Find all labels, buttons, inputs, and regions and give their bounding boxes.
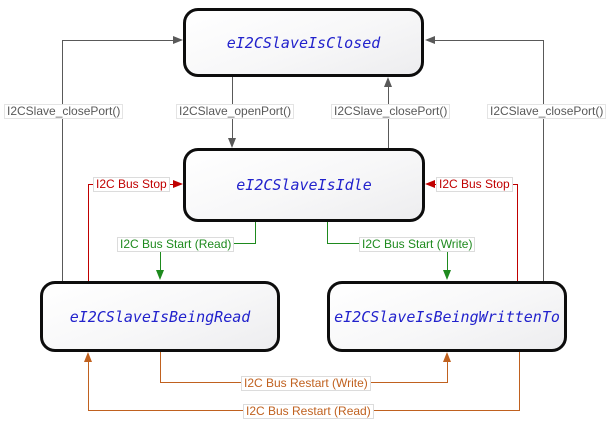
state-label: eI2CSlaveIsIdle xyxy=(236,176,372,194)
transition-label-bus-stop-right: I2C Bus Stop xyxy=(436,177,513,192)
edge-segment xyxy=(62,40,174,41)
edge-segment xyxy=(160,243,161,272)
edge-segment xyxy=(327,222,328,244)
edge-segment xyxy=(447,243,448,272)
state-label: eI2CSlaveIsBeingRead xyxy=(69,307,251,326)
arrowhead-left-icon xyxy=(425,180,435,188)
edge-segment xyxy=(435,40,543,41)
state-closed: eI2CSlaveIsClosed xyxy=(183,8,424,77)
arrowhead-down-icon xyxy=(443,270,451,280)
arrowhead-up-icon xyxy=(384,77,392,87)
edge-segment xyxy=(160,352,161,383)
arrowhead-down-icon xyxy=(228,138,236,148)
arrowhead-left-icon xyxy=(425,36,435,44)
state-being-written-to: eI2CSlaveIsBeingWrittenTo xyxy=(327,281,567,352)
edge-segment xyxy=(88,184,89,281)
edge-segment xyxy=(255,222,256,244)
state-idle: eI2CSlaveIsIdle xyxy=(183,148,425,222)
transition-label-closeport-right: I2CSlave_closePort() xyxy=(487,104,607,119)
arrowhead-right-icon xyxy=(173,36,183,44)
state-label: eI2CSlaveIsClosed xyxy=(226,33,381,52)
state-label: eI2CSlaveIsBeingWrittenTo xyxy=(334,307,560,326)
transition-label-restart-read: I2C Bus Restart (Read) xyxy=(243,404,374,419)
edge-segment xyxy=(517,184,518,281)
edge-segment xyxy=(62,40,63,281)
edge-segment xyxy=(447,361,448,382)
transition-label-bus-stop-left: I2C Bus Stop xyxy=(93,177,170,192)
transition-label-start-write: I2C Bus Start (Write) xyxy=(359,237,476,252)
transition-label-restart-write: I2C Bus Restart (Write) xyxy=(241,376,371,391)
transition-label-start-read: I2C Bus Start (Read) xyxy=(117,237,235,252)
transition-label-openport: I2CSlave_openPort() xyxy=(176,104,295,119)
arrowhead-down-icon xyxy=(156,270,164,280)
edge-segment xyxy=(88,361,89,410)
arrowhead-up-icon xyxy=(84,352,92,362)
transition-label-closeport-left: I2CSlave_closePort() xyxy=(4,104,124,119)
arrowhead-right-icon xyxy=(173,180,183,188)
state-being-read: eI2CSlaveIsBeingRead xyxy=(40,281,280,352)
edge-segment xyxy=(543,40,544,281)
transition-label-closeport-mid: I2CSlave_closePort() xyxy=(331,104,451,119)
edge-segment xyxy=(519,352,520,411)
arrowhead-up-icon xyxy=(443,352,451,362)
